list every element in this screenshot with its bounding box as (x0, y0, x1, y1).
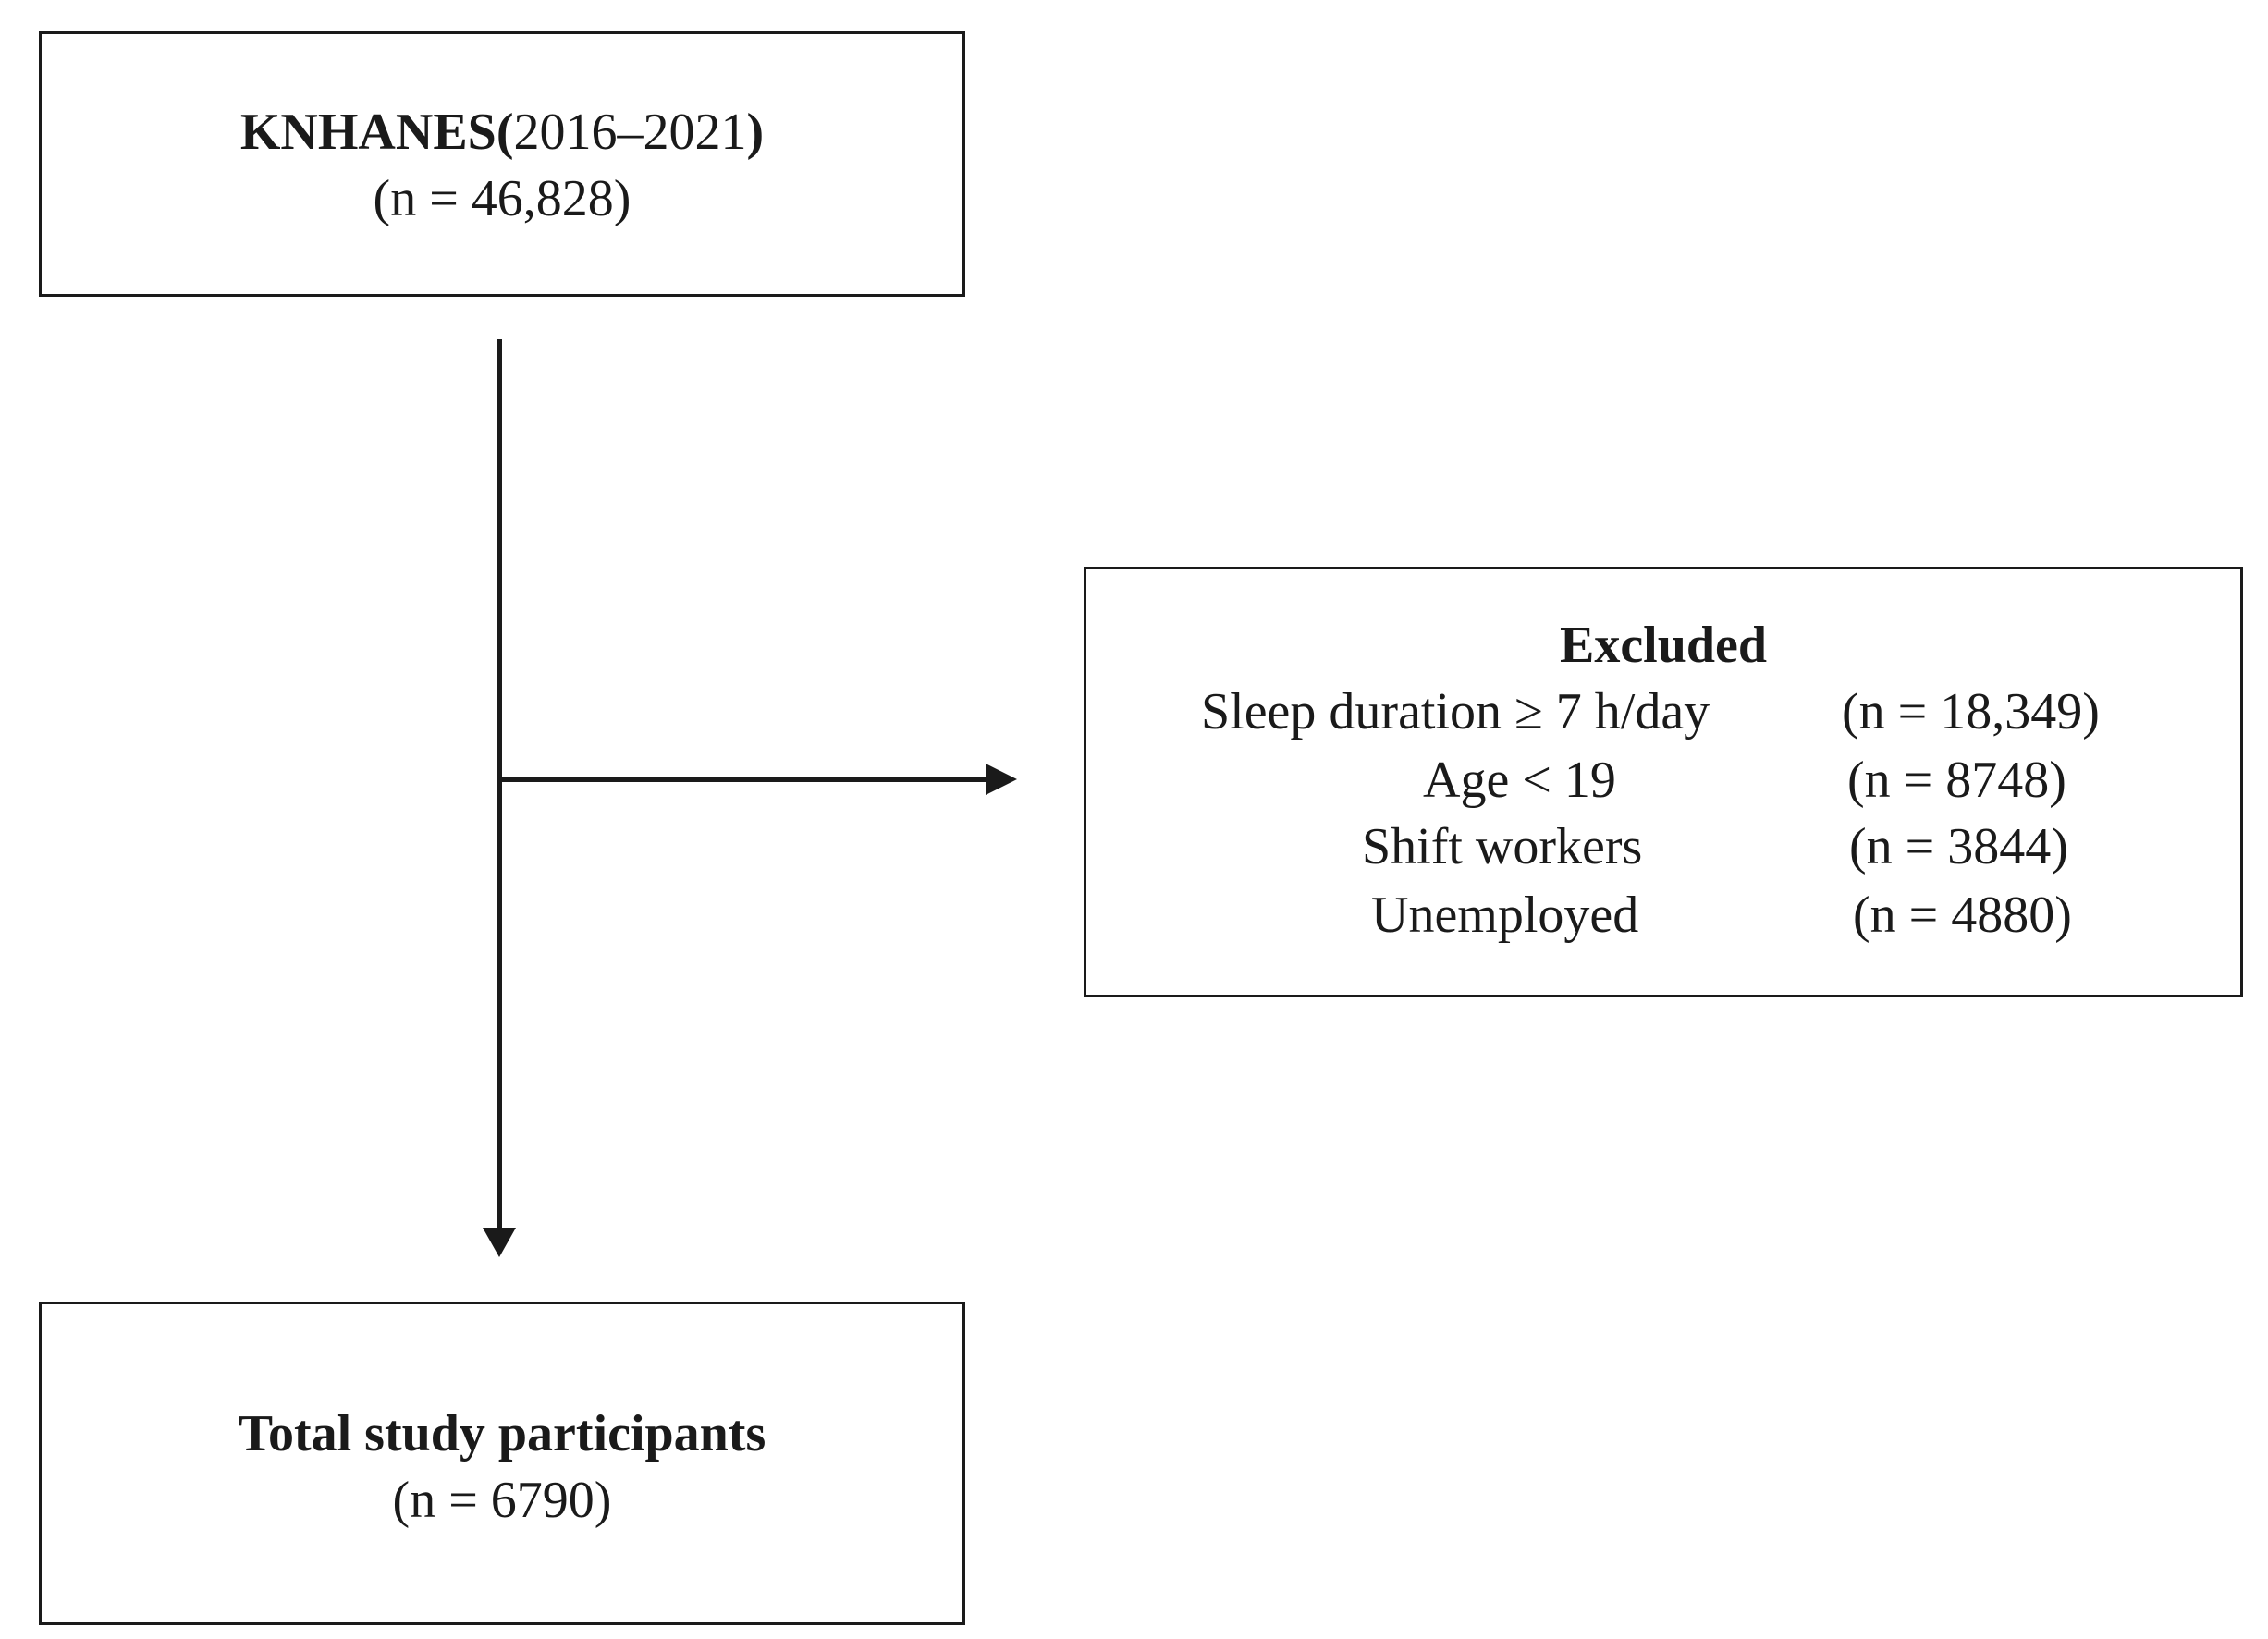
survey-close-paren: ) (746, 104, 765, 161)
excluded-label: Unemployed (1371, 887, 1639, 944)
source-population-box: KNHANES(2016–2021) (n = 46,828) (39, 31, 965, 297)
survey-name: KNHANES( (239, 104, 514, 161)
survey-years: 2016–2021 (513, 104, 747, 161)
excluded-box: Excluded Sleep duration ≥ 7 h/day (n = 1… (1084, 567, 2243, 997)
right-arrowhead (986, 764, 1017, 795)
source-population-count: (n = 46,828) (373, 170, 631, 227)
excluded-label: Age < 19 (1423, 752, 1616, 809)
final-sample-box: Total study participants (n = 6790) (39, 1302, 965, 1625)
final-sample-count: (n = 6790) (392, 1472, 612, 1529)
excluded-row-age: Age < 19 (n = 8748) (1086, 747, 2240, 813)
down-arrowhead (483, 1228, 516, 1257)
excluded-row-shift: Shift workers (n = 3844) (1086, 813, 2240, 880)
source-population-title: KNHANES(2016–2021) (42, 99, 962, 165)
excluded-count: (n = 18,349) (1842, 683, 2100, 740)
final-sample-title: Total study participants (238, 1405, 766, 1462)
excluded-title: Excluded (1559, 617, 1768, 674)
excluded-label: Sleep duration ≥ 7 h/day (1201, 683, 1710, 740)
excluded-row-unemployed: Unemployed (n = 4880) (1086, 882, 2240, 948)
excluded-count: (n = 3844) (1849, 818, 2068, 875)
excluded-row-sleep: Sleep duration ≥ 7 h/day (n = 18,349) (1086, 679, 2240, 745)
excluded-count: (n = 8748) (1847, 752, 2066, 809)
excluded-count: (n = 4880) (1853, 887, 2072, 944)
excluded-label: Shift workers (1362, 818, 1643, 875)
